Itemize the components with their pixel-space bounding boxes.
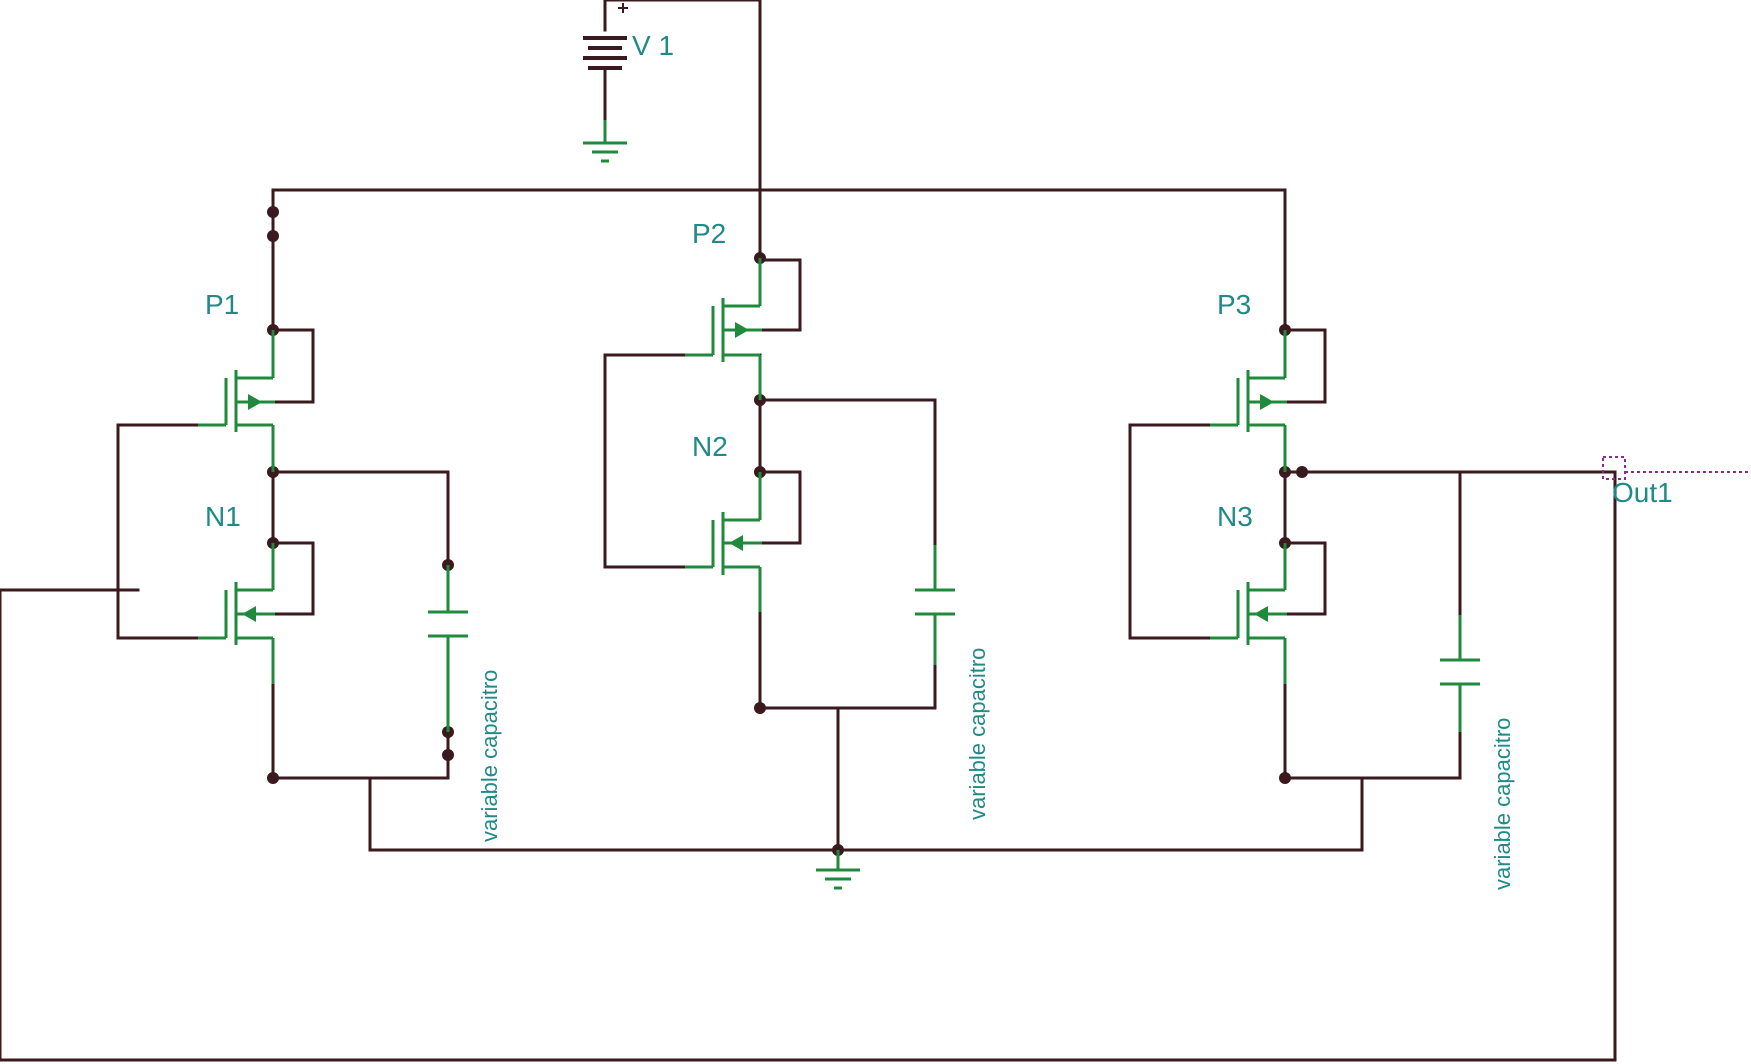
junction-dot [267,206,279,218]
stage1-cap-top [271,470,450,567]
capacitor-c2: variable capacitro [915,545,990,820]
n1-label: N1 [205,501,241,532]
junction-dot [267,230,279,242]
transistor-p1: P1 [198,289,275,472]
voltage-source-v1: V 1 [583,3,674,70]
junction-dot [754,702,766,714]
stage3-gate-wire [1128,423,1212,640]
p1-label: P1 [205,289,239,320]
junction-dot [442,749,454,761]
stage1-gate-wire [116,423,200,640]
n3-label: N3 [1217,501,1253,532]
arrow-icon [729,535,743,551]
transistor-p3: P3 [1210,289,1287,472]
capacitor-c3: variable capacitro [1440,615,1515,890]
v1-label: V 1 [632,30,674,61]
junctions [267,206,1308,856]
transistor-n3: N3 [1210,501,1287,684]
stage2-gate-wire [603,353,687,569]
supply-rail-top [271,188,1287,332]
n2-label: N2 [692,431,728,462]
output-port-out1[interactable]: Out1 [1602,456,1751,508]
capacitor-c1: variable capacitro [428,565,502,842]
n3-body-tie [1283,541,1327,616]
ground-symbol-bottom [816,850,860,890]
wires [0,0,1617,1062]
stage3-to-gnd-bus [836,776,1364,852]
junction-dot [267,772,279,784]
p3-body-tie [1283,328,1327,404]
ground-symbol-top [583,120,627,163]
arrow-icon [1254,606,1268,622]
transistor-n2: N2 [685,431,762,612]
p3-label: P3 [1217,289,1251,320]
stage2-cap-top [758,398,937,547]
feedback-wire [0,470,1617,1062]
port-box[interactable] [1602,456,1626,480]
p2-label: P2 [692,218,726,249]
supply-wire-vertical [603,0,762,260]
arrow-icon [248,394,262,410]
p1-body-tie [271,328,315,404]
stage1-to-gnd-bus [368,776,840,852]
n2-body-tie [758,470,802,545]
transistor-n1: N1 [198,501,275,684]
capacitor-c2-label: variable capacitro [965,648,990,820]
junction-dot [1296,466,1308,478]
transistor-p2: P2 [685,218,762,400]
out1-label: Out1 [1612,477,1673,508]
capacitor-c3-label: variable capacitro [1490,718,1515,890]
capacitor-c1-label: variable capacitro [477,670,502,842]
arrow-icon [242,606,256,622]
arrow-icon [735,322,749,338]
junction-dot [1279,772,1291,784]
n1-body-tie [271,541,315,616]
p2-body-tie [758,258,802,332]
arrow-icon [1260,394,1274,410]
